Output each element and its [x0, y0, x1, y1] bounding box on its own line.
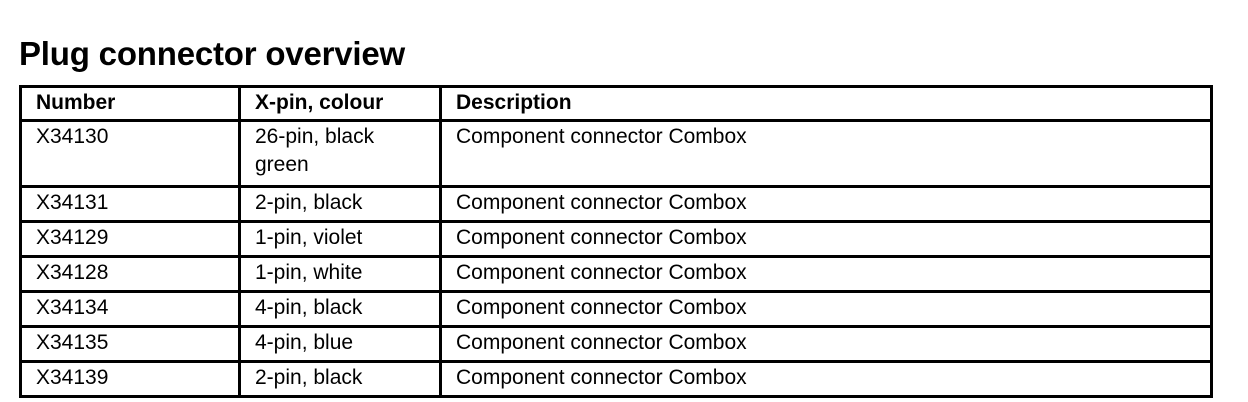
cell-description: Component connector Combox [439, 220, 1213, 258]
table-body: X34130 26-pin, black green Component con… [19, 119, 1213, 398]
cell-description: Component connector Combox [439, 255, 1213, 293]
table-row: X34128 1-pin, white Component connector … [19, 255, 1213, 293]
cell-pin-colour: 4-pin, blue [238, 325, 442, 363]
cell-pin-colour: 2-pin, black [238, 360, 442, 398]
cell-pin-colour: 4-pin, black [238, 290, 442, 328]
table-row: X34135 4-pin, blue Component connector C… [19, 325, 1213, 363]
column-header-pin-colour: X-pin, colour [238, 85, 442, 122]
table-row: X34129 1-pin, violet Component connector… [19, 220, 1213, 258]
table-header: Number X-pin, colour Description [19, 85, 1213, 122]
table-row: X34134 4-pin, black Component connector … [19, 290, 1213, 328]
cell-pin-colour: 2-pin, black [238, 185, 442, 223]
page-title: Plug connector overview [19, 35, 406, 73]
table-row: X34131 2-pin, black Component connector … [19, 185, 1213, 223]
cell-description: Component connector Combox [439, 325, 1213, 363]
table-row: X34130 26-pin, black green Component con… [19, 119, 1213, 188]
cell-number: X34139 [19, 360, 241, 398]
cell-pin-colour: 1-pin, violet [238, 220, 442, 258]
cell-pin-colour: 1-pin, white [238, 255, 442, 293]
column-header-number: Number [19, 85, 241, 122]
cell-description: Component connector Combox [439, 185, 1213, 223]
table-header-row: Number X-pin, colour Description [19, 85, 1213, 122]
cell-pin-colour: 26-pin, black green [238, 119, 442, 188]
column-header-description: Description [439, 85, 1213, 122]
cell-description: Component connector Combox [439, 290, 1213, 328]
plug-connector-table-container: Number X-pin, colour Description X34130 … [19, 85, 1213, 398]
cell-number: X34134 [19, 290, 241, 328]
cell-number: X34130 [19, 119, 241, 188]
cell-pin-colour-line2: green [255, 153, 309, 176]
cell-description: Component connector Combox [439, 360, 1213, 398]
plug-connector-table: Number X-pin, colour Description X34130 … [19, 85, 1213, 398]
table-row: X34139 2-pin, black Component connector … [19, 360, 1213, 398]
cell-number: X34129 [19, 220, 241, 258]
cell-number: X34131 [19, 185, 241, 223]
cell-number: X34128 [19, 255, 241, 293]
cell-description: Component connector Combox [439, 119, 1213, 188]
cell-pin-colour-line1: 26-pin, black [255, 125, 375, 148]
cell-number: X34135 [19, 325, 241, 363]
